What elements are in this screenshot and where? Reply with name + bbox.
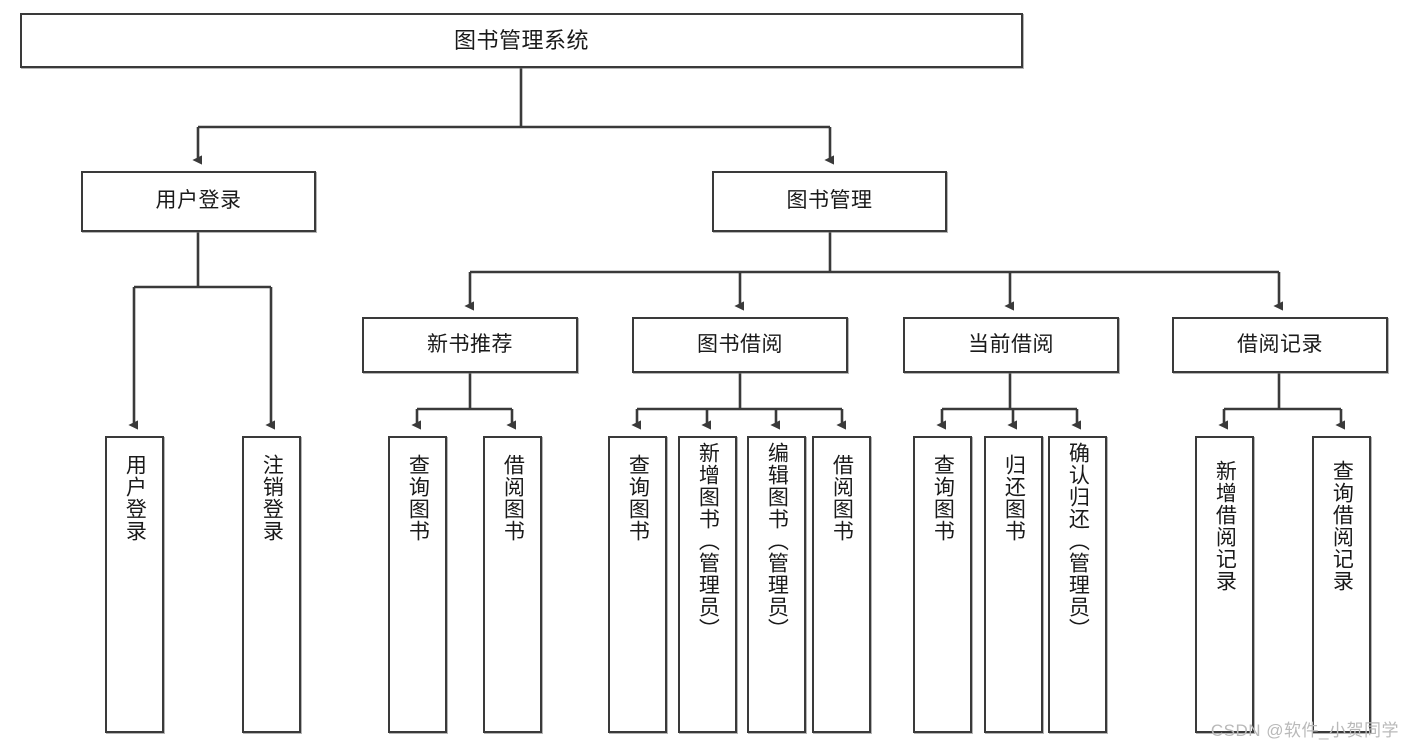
node-leaf-borrow-book-2[interactable]: 借阅图书 bbox=[812, 436, 871, 733]
node-leaf-logout-login-label: 注销登录 bbox=[260, 454, 284, 542]
node-leaf-query-book-3[interactable]: 查询图书 bbox=[913, 436, 972, 733]
node-leaf-query-book-2[interactable]: 查询图书 bbox=[608, 436, 667, 733]
node-leaf-add-book[interactable]: 新增图书（管理员） bbox=[678, 436, 737, 733]
node-new-book-recommend[interactable]: 新书推荐 bbox=[362, 317, 578, 373]
node-leaf-user-login-label: 用户登录 bbox=[123, 454, 147, 542]
node-leaf-borrow-book-1[interactable]: 借阅图书 bbox=[483, 436, 542, 733]
node-current-borrow-label: 当前借阅 bbox=[968, 332, 1054, 356]
node-book-manage-label: 图书管理 bbox=[786, 189, 873, 213]
node-borrow-record-label: 借阅记录 bbox=[1237, 332, 1323, 356]
node-user-login-label: 用户登录 bbox=[155, 189, 242, 213]
node-leaf-edit-book-label: 编辑图书（管理员） bbox=[765, 442, 789, 640]
node-leaf-add-record-label: 新增借阅记录 bbox=[1213, 460, 1237, 592]
node-leaf-borrow-book-2-label: 借阅图书 bbox=[830, 454, 854, 542]
csdn-watermark: CSDN @软件_小贺同学 bbox=[1210, 721, 1399, 740]
node-new-book-recommend-label: 新书推荐 bbox=[427, 332, 513, 356]
node-borrow-record[interactable]: 借阅记录 bbox=[1172, 317, 1388, 373]
node-root-label: 图书管理系统 bbox=[453, 27, 589, 53]
node-leaf-borrow-book-1-label: 借阅图书 bbox=[501, 454, 525, 542]
node-leaf-edit-book[interactable]: 编辑图书（管理员） bbox=[747, 436, 806, 733]
node-leaf-logout-login[interactable]: 注销登录 bbox=[242, 436, 301, 733]
node-book-borrow[interactable]: 图书借阅 bbox=[632, 317, 848, 373]
node-leaf-return-book-label: 归还图书 bbox=[1002, 454, 1026, 542]
node-leaf-query-book-3-label: 查询图书 bbox=[931, 454, 955, 542]
node-leaf-confirm-return[interactable]: 确认归还（管理员） bbox=[1048, 436, 1107, 733]
node-leaf-query-book-1[interactable]: 查询图书 bbox=[388, 436, 447, 733]
node-book-borrow-label: 图书借阅 bbox=[697, 332, 783, 356]
node-leaf-query-book-2-label: 查询图书 bbox=[626, 454, 650, 542]
node-root[interactable]: 图书管理系统 bbox=[20, 13, 1023, 68]
node-leaf-confirm-return-label: 确认归还（管理员） bbox=[1066, 442, 1090, 640]
node-leaf-query-record-label: 查询借阅记录 bbox=[1330, 460, 1354, 592]
node-book-manage[interactable]: 图书管理 bbox=[712, 171, 947, 232]
node-leaf-return-book[interactable]: 归还图书 bbox=[984, 436, 1043, 733]
node-current-borrow[interactable]: 当前借阅 bbox=[903, 317, 1119, 373]
node-leaf-add-book-label: 新增图书（管理员） bbox=[696, 442, 720, 640]
node-leaf-query-record[interactable]: 查询借阅记录 bbox=[1312, 436, 1371, 733]
node-leaf-query-book-1-label: 查询图书 bbox=[406, 454, 430, 542]
node-leaf-add-record[interactable]: 新增借阅记录 bbox=[1195, 436, 1254, 733]
node-user-login[interactable]: 用户登录 bbox=[81, 171, 316, 232]
node-leaf-user-login[interactable]: 用户登录 bbox=[105, 436, 164, 733]
